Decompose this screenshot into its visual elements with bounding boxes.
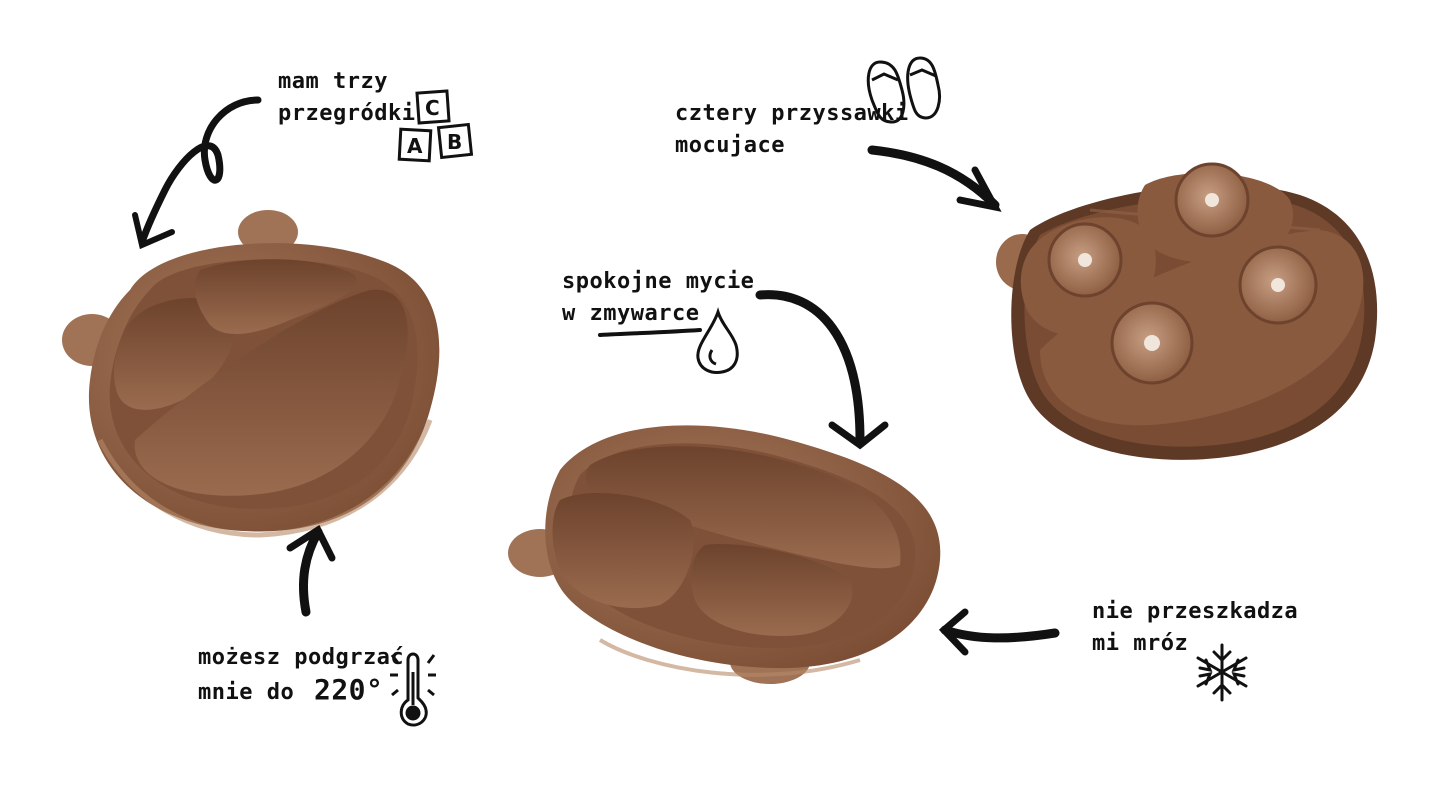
plate-top-view	[62, 210, 440, 538]
caption-dishwasher: spokojne mycie w zmywarce	[562, 266, 754, 330]
caption-dishwasher-line1: spokojne mycie	[562, 269, 755, 294]
arrow-suction	[867, 145, 1002, 212]
dishwasher-underline	[598, 328, 702, 337]
caption-suction-line1: cztery przyssawki	[675, 101, 909, 126]
arrow-dishwasher	[755, 290, 889, 450]
caption-heat: możesz podgrzać mnie do 220°	[198, 642, 404, 709]
block-b-label: B	[447, 130, 462, 154]
block-c-label: C	[425, 96, 440, 120]
caption-frost: nie przeszkadza mi mróz	[1092, 596, 1298, 660]
caption-compartments: mam trzy przegródki	[278, 66, 415, 130]
caption-suction: cztery przyssawki mocujace	[675, 98, 909, 162]
caption-compartments-line2: przegródki	[278, 101, 416, 126]
flip-flops-icon	[866, 56, 941, 124]
arrow-compartments	[132, 96, 262, 250]
caption-suction-line2: mocujace	[675, 133, 785, 158]
caption-dishwasher-line2: w zmywarce	[562, 301, 700, 326]
snowflake-icon	[1196, 643, 1248, 702]
plate-underside-view	[996, 162, 1378, 460]
thermometer-icon	[390, 652, 436, 727]
caption-heat-value: 220°	[313, 673, 384, 706]
block-a-label: A	[407, 134, 423, 158]
arrow-frost	[938, 608, 1060, 656]
caption-heat-line2-wrap: mnie do 220°	[198, 674, 404, 709]
caption-frost-line1: nie przeszkadza	[1092, 599, 1299, 624]
caption-heat-line1: możesz podgrzać	[198, 645, 405, 670]
arrow-heat	[286, 524, 336, 617]
water-drop-icon	[696, 307, 739, 374]
caption-compartments-line1: mam trzy	[278, 69, 388, 94]
abc-blocks-icon: C A B	[397, 89, 474, 163]
caption-heat-line2: mnie do	[198, 680, 295, 705]
plate-angled-view	[508, 425, 941, 684]
caption-frost-line2: mi mróz	[1092, 631, 1189, 656]
